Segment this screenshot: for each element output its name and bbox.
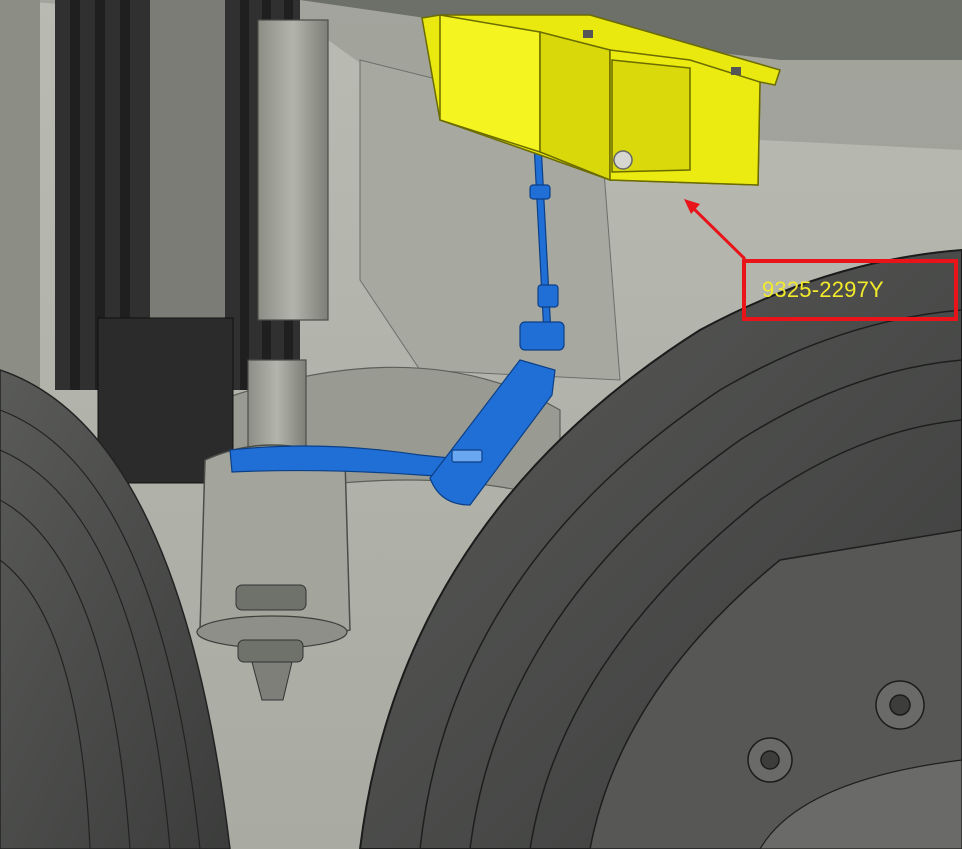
part-number-callout: 9325-2297Y <box>742 259 958 321</box>
arrow-pointer-icon <box>684 199 747 261</box>
part-number-label: 9325-2297Y <box>762 277 884 302</box>
highlighted-sensor-box <box>421 14 781 186</box>
shock-absorber <box>196 19 351 701</box>
hub-lug-nuts <box>747 680 925 783</box>
right-tire <box>358 248 962 849</box>
left-tire <box>0 369 231 849</box>
blue-linkage <box>229 114 565 506</box>
